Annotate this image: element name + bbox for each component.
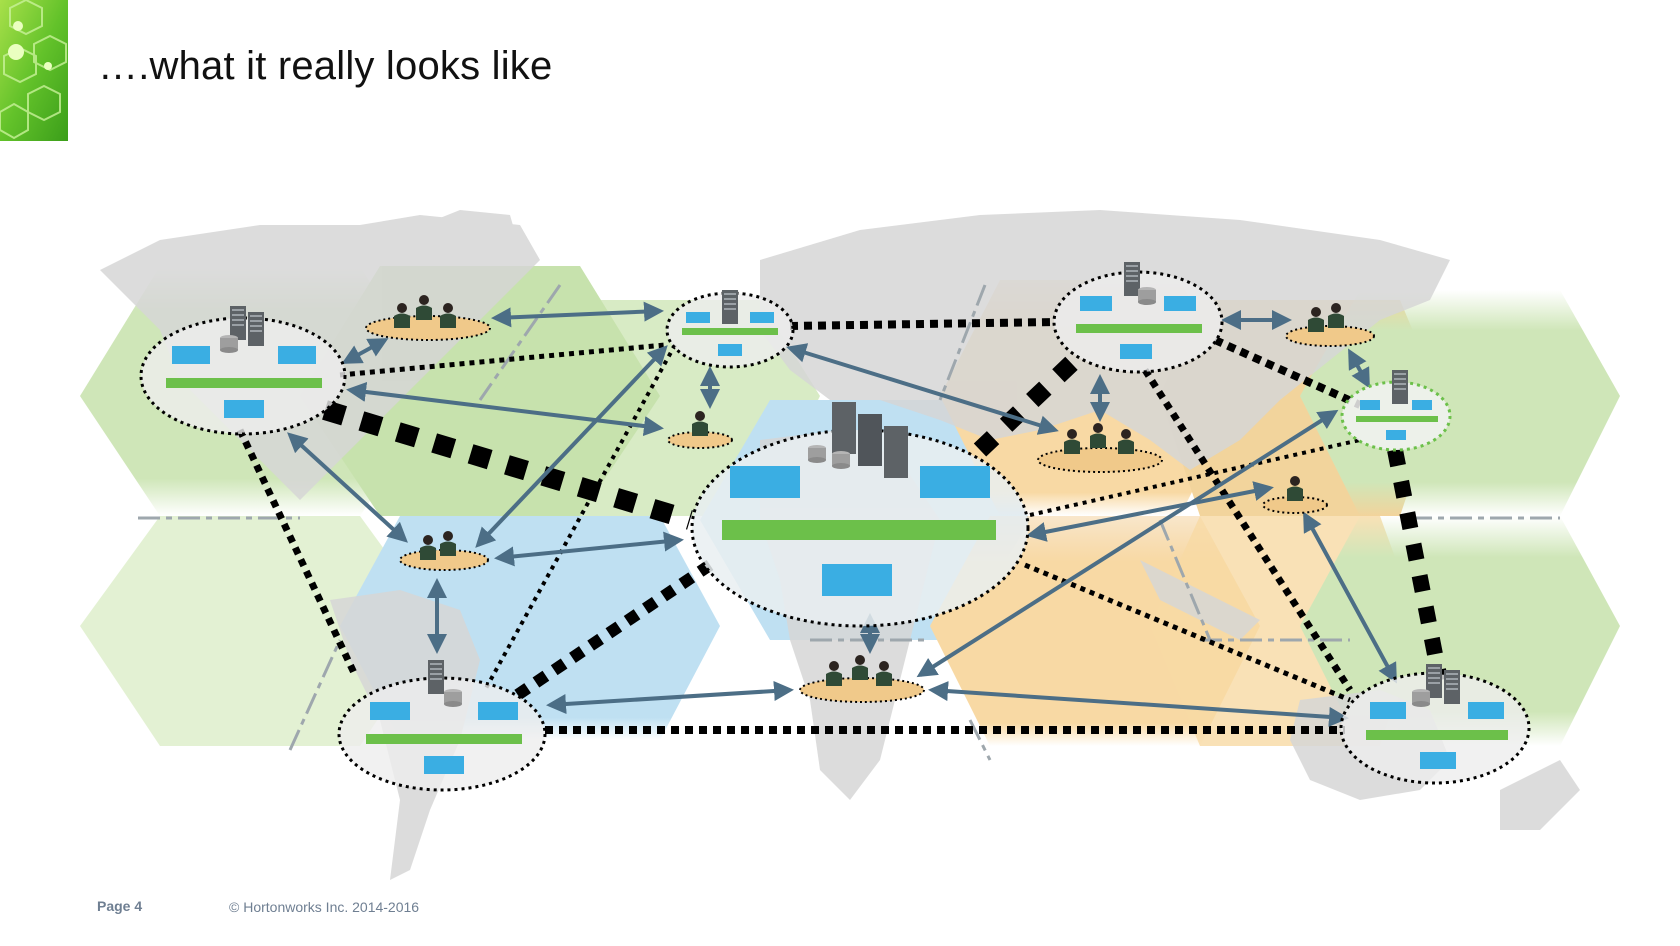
- cluster-australia: [1339, 664, 1531, 785]
- cluster-south-america: [337, 660, 547, 792]
- cluster-north-america: [139, 306, 347, 436]
- copyright-notice: © Hortonworks Inc. 2014-2016: [229, 899, 420, 915]
- cluster-europe: [665, 290, 795, 369]
- cluster-central: [690, 402, 1030, 628]
- slide-title: ….what it really looks like: [98, 44, 553, 88]
- team-group-north-america: [365, 295, 491, 341]
- data-flow-arrows: [287, 301, 1397, 727]
- page-number: Page 4: [97, 898, 143, 914]
- team-group-europe-small: [667, 411, 733, 449]
- team-groups: [365, 295, 1375, 703]
- team-group-africa: [799, 655, 925, 703]
- hexagon-logo-icon: [0, 0, 68, 141]
- cluster-japan: [1340, 370, 1452, 452]
- datacenter-clusters: [139, 262, 1531, 792]
- team-group-east-asia: [1285, 303, 1375, 347]
- team-group-middle-east: [1037, 423, 1163, 473]
- cluster-north-asia: [1052, 262, 1224, 374]
- team-group-central-america: [399, 531, 489, 571]
- team-group-south-asia: [1262, 476, 1328, 514]
